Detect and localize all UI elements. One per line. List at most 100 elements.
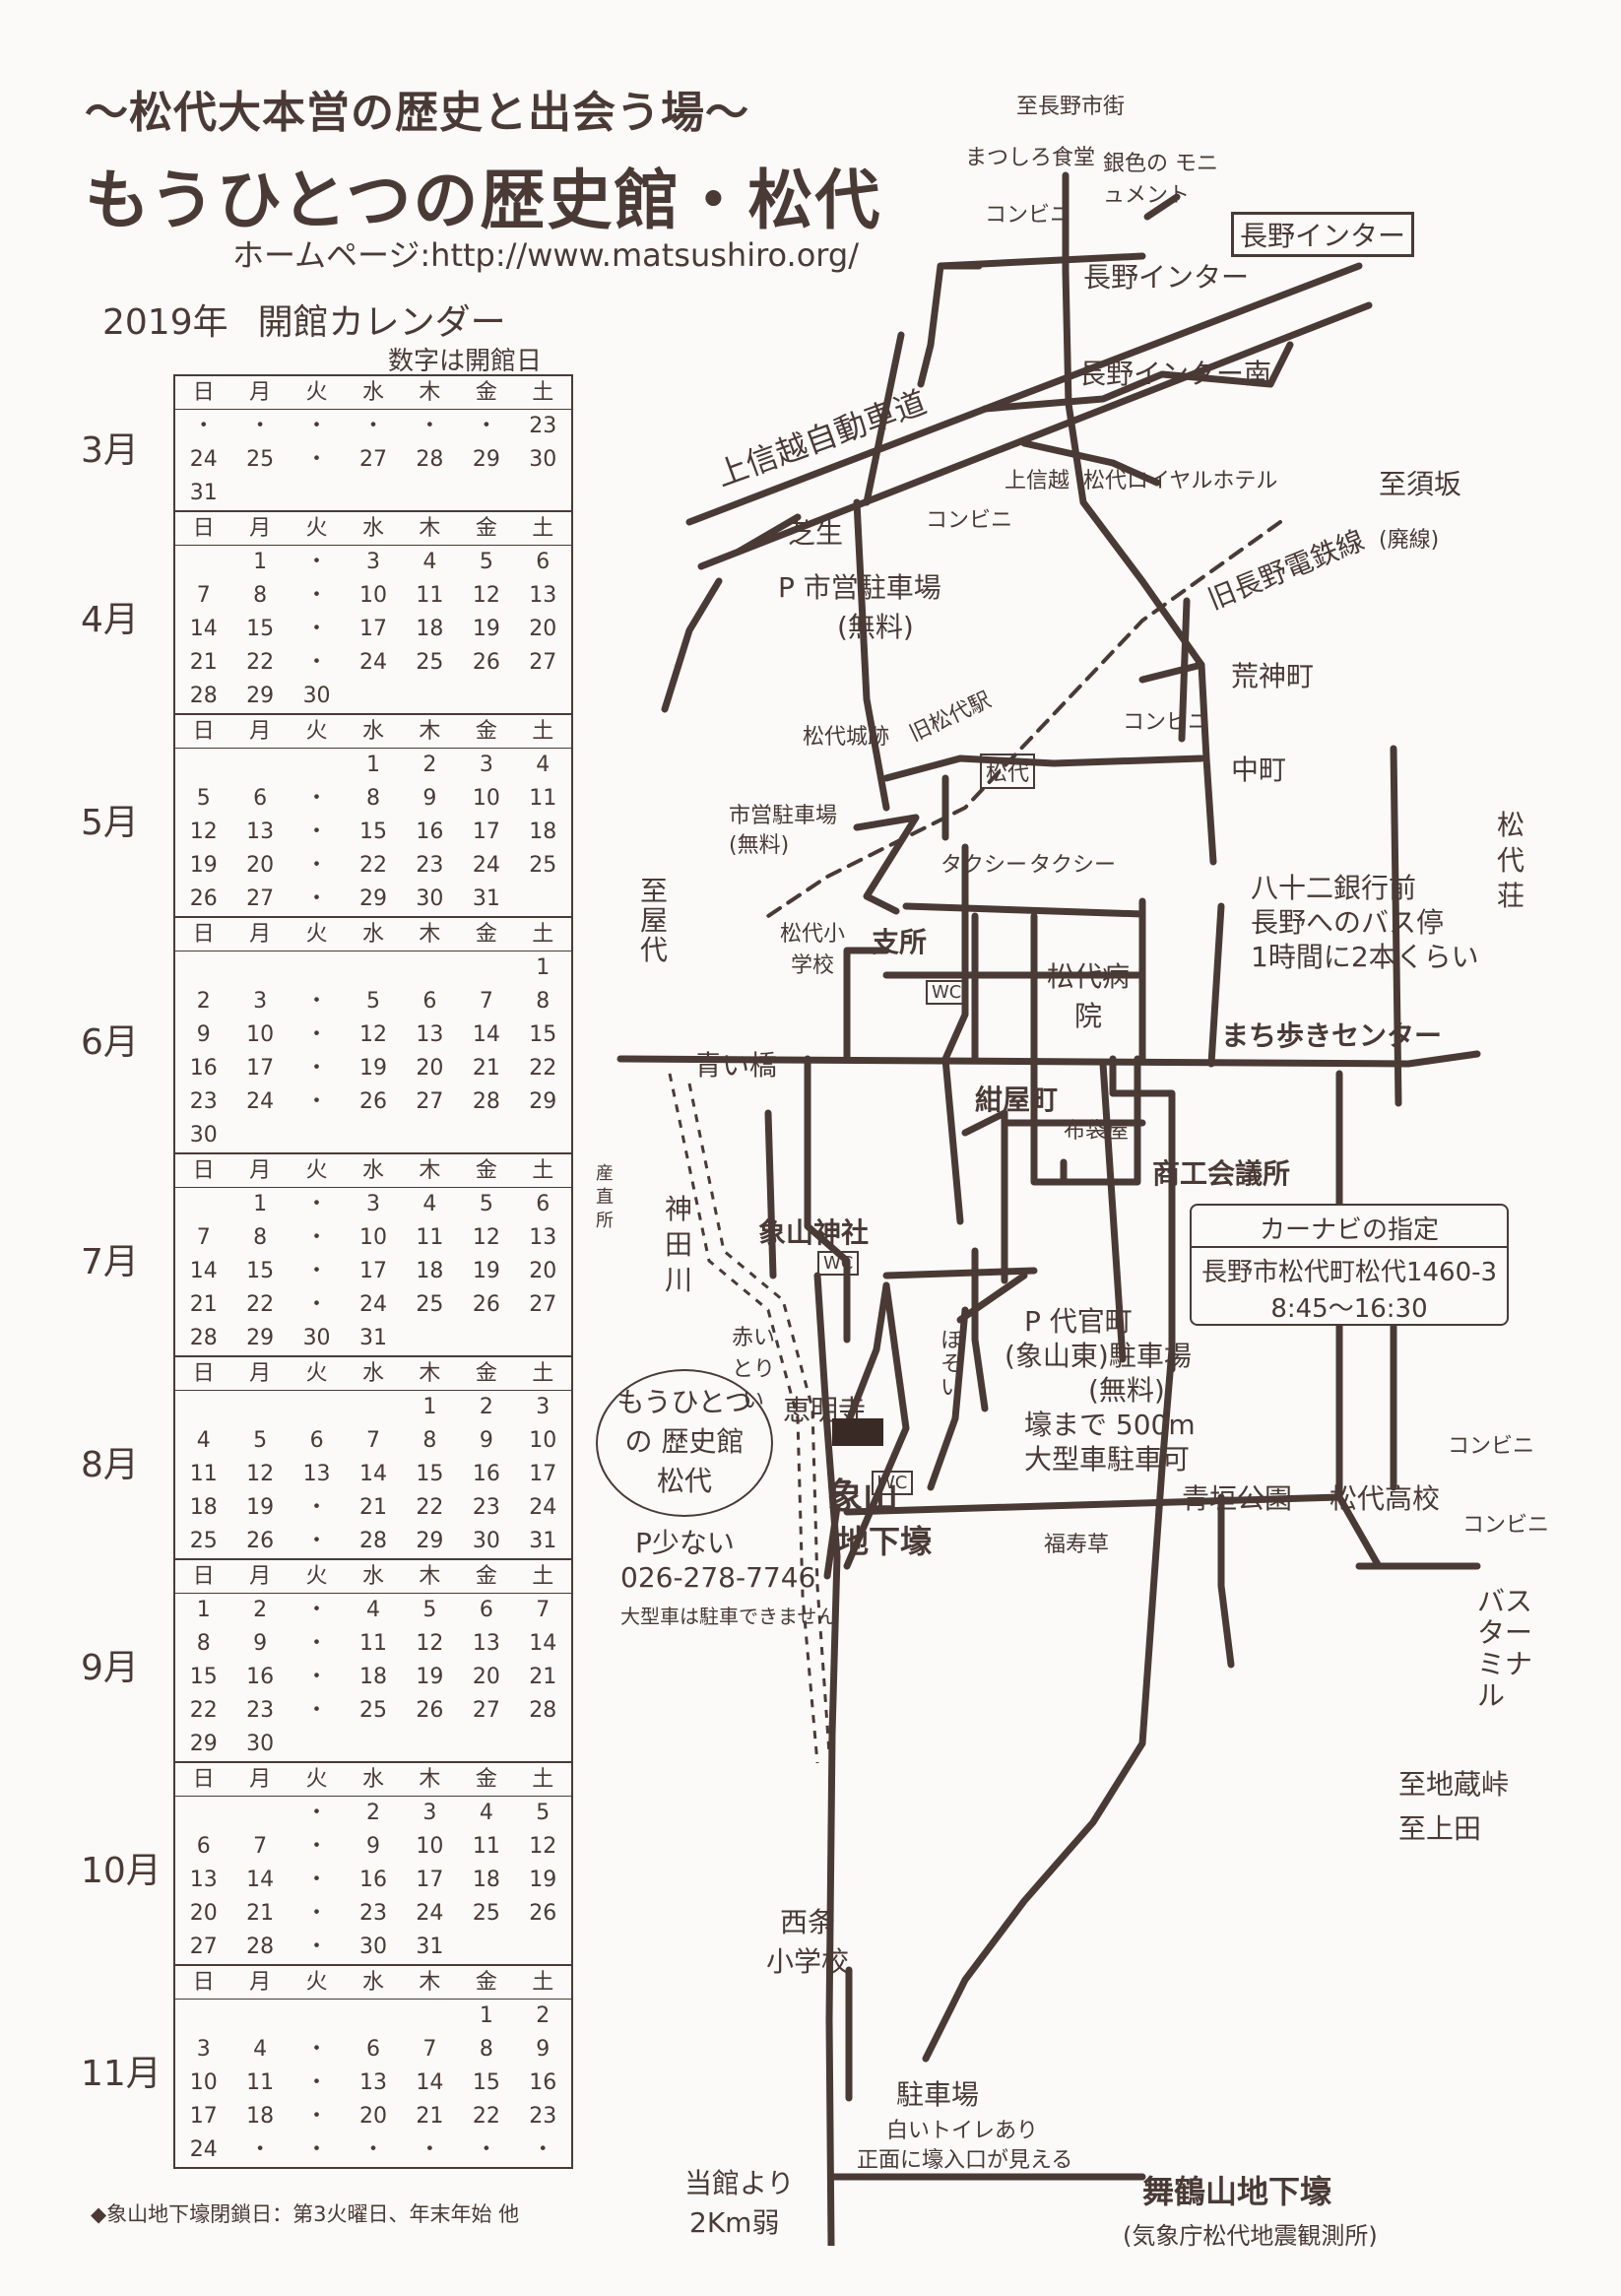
day-cell: 11 — [529, 786, 557, 811]
day-cell: 17 — [189, 2104, 218, 2129]
day-cell: 22 — [246, 1292, 275, 1317]
day-cell: 28 — [529, 1698, 557, 1723]
day-cell — [402, 1119, 458, 1152]
label-maizuru: 舞鶴山地下壕 — [1142, 2173, 1332, 2210]
day-cell: 27 — [246, 886, 275, 911]
day-cell: 29 — [246, 684, 275, 708]
day-cell: 15 — [246, 617, 275, 641]
day-cell — [289, 951, 345, 985]
day-cell: 10 — [472, 786, 500, 811]
day-cell: 7 — [422, 2037, 437, 2062]
museum-marker: もうひとつの 歴史館 松代 — [596, 1369, 773, 1517]
day-cell: ・ — [305, 1935, 328, 1959]
weekday-label: 金 — [475, 1158, 497, 1183]
weekday-label: 火 — [305, 1970, 328, 1995]
day-cell: 4 — [196, 1428, 211, 1453]
label-matsushiro-shokudo: まつしろ食堂 — [965, 146, 1096, 170]
day-cell: 3 — [365, 1192, 380, 1216]
weekday-label: 日 — [192, 719, 215, 744]
day-cell: ・ — [305, 1259, 328, 1283]
weekday-label: 火 — [305, 516, 328, 541]
weekday-label: 月 — [249, 1564, 272, 1589]
day-cell: 7 — [196, 583, 211, 608]
weekday-label: 火 — [305, 719, 328, 744]
day-cell: 30 — [246, 1732, 275, 1756]
navi-hours: 8:45～16:30 — [1270, 1294, 1428, 1324]
day-cell: 28 — [358, 1529, 387, 1553]
day-cell: 28 — [189, 1326, 218, 1350]
day-cell: ・ — [305, 2137, 328, 2162]
day-cell: 25 — [246, 447, 275, 472]
label-kanda-river: 神田川 — [665, 1193, 693, 1296]
day-cell: 26 — [358, 1089, 387, 1114]
day-cell: 30 — [416, 886, 444, 911]
day-cell: 23 — [246, 1698, 275, 1723]
day-cell: 19 — [472, 1259, 500, 1283]
day-cell: 25 — [472, 1901, 500, 1926]
day-cell: 3 — [479, 753, 493, 777]
day-cell: 9 — [422, 786, 437, 811]
label-nishijo-school: 西条 小学校 — [765, 1906, 849, 1978]
calendar-heading: 2019年開館カレンダー — [102, 294, 506, 345]
day-cell: 6 — [422, 989, 437, 1014]
day-cell: 13 — [246, 820, 275, 844]
day-cell: 22 — [416, 1495, 444, 1520]
month-label: 4月 — [81, 599, 139, 640]
day-cell: 6 — [309, 1428, 324, 1453]
day-cell: 27 — [358, 447, 387, 472]
day-cell — [345, 1119, 401, 1152]
weekday-label: 土 — [532, 1970, 554, 1995]
day-cell: ・ — [305, 650, 328, 675]
day-cell: ・ — [305, 853, 328, 878]
weekday-label: 月 — [249, 1767, 272, 1792]
day-cell: 11 — [416, 1225, 444, 1250]
day-cell: 17 — [358, 617, 387, 641]
weekday-label: 土 — [532, 719, 554, 744]
weekday-header: 日月火水木金土 — [175, 512, 571, 546]
weekday-label: 日 — [192, 1158, 215, 1183]
day-cell: 14 — [189, 617, 218, 641]
day-cell: 7 — [479, 989, 493, 1014]
day-cell: 19 — [529, 1868, 557, 1892]
weekday-label: 水 — [361, 1361, 384, 1386]
day-cell: ・ — [305, 1056, 328, 1081]
day-cell: 10 — [529, 1428, 557, 1453]
day-cell: 27 — [529, 1292, 557, 1317]
day-cell: 31 — [529, 1529, 557, 1553]
day-cell: 9 — [479, 1428, 493, 1453]
day-cell: 24 — [246, 1089, 275, 1114]
month-label: 5月 — [81, 802, 139, 843]
label-bus-stop: 長野へのバス停 — [1251, 906, 1445, 939]
day-cell: ・ — [305, 1225, 328, 1250]
weekday-label: 月 — [249, 719, 272, 744]
day-cell: 1 — [479, 2003, 493, 2028]
day-cell: 23 — [529, 414, 557, 438]
day-cell: ・ — [305, 1834, 328, 1859]
day-cell: ・ — [305, 1665, 328, 1689]
day-cell: 20 — [472, 1665, 500, 1689]
weekday-label: 日 — [192, 1767, 215, 1792]
label-hospital: 松代病院 — [1046, 960, 1130, 1032]
day-cell: 28 — [189, 684, 218, 708]
day-cell: ・ — [475, 2137, 497, 2162]
day-cell: 16 — [416, 820, 444, 844]
day-cell — [458, 1322, 514, 1355]
day-cell — [231, 2000, 288, 2033]
day-cell — [345, 477, 401, 510]
day-cell: ・ — [419, 2137, 441, 2162]
label-kamitonai: 上信越 — [1005, 469, 1070, 493]
label-konbini-2: コンビニ — [926, 508, 1013, 533]
calendar-note: 数字は開館日 — [388, 347, 543, 376]
day-cell: ・ — [305, 414, 328, 438]
weekday-label: 木 — [419, 380, 441, 405]
day-cell: 8 — [365, 786, 380, 811]
day-cell: ・ — [305, 550, 328, 574]
